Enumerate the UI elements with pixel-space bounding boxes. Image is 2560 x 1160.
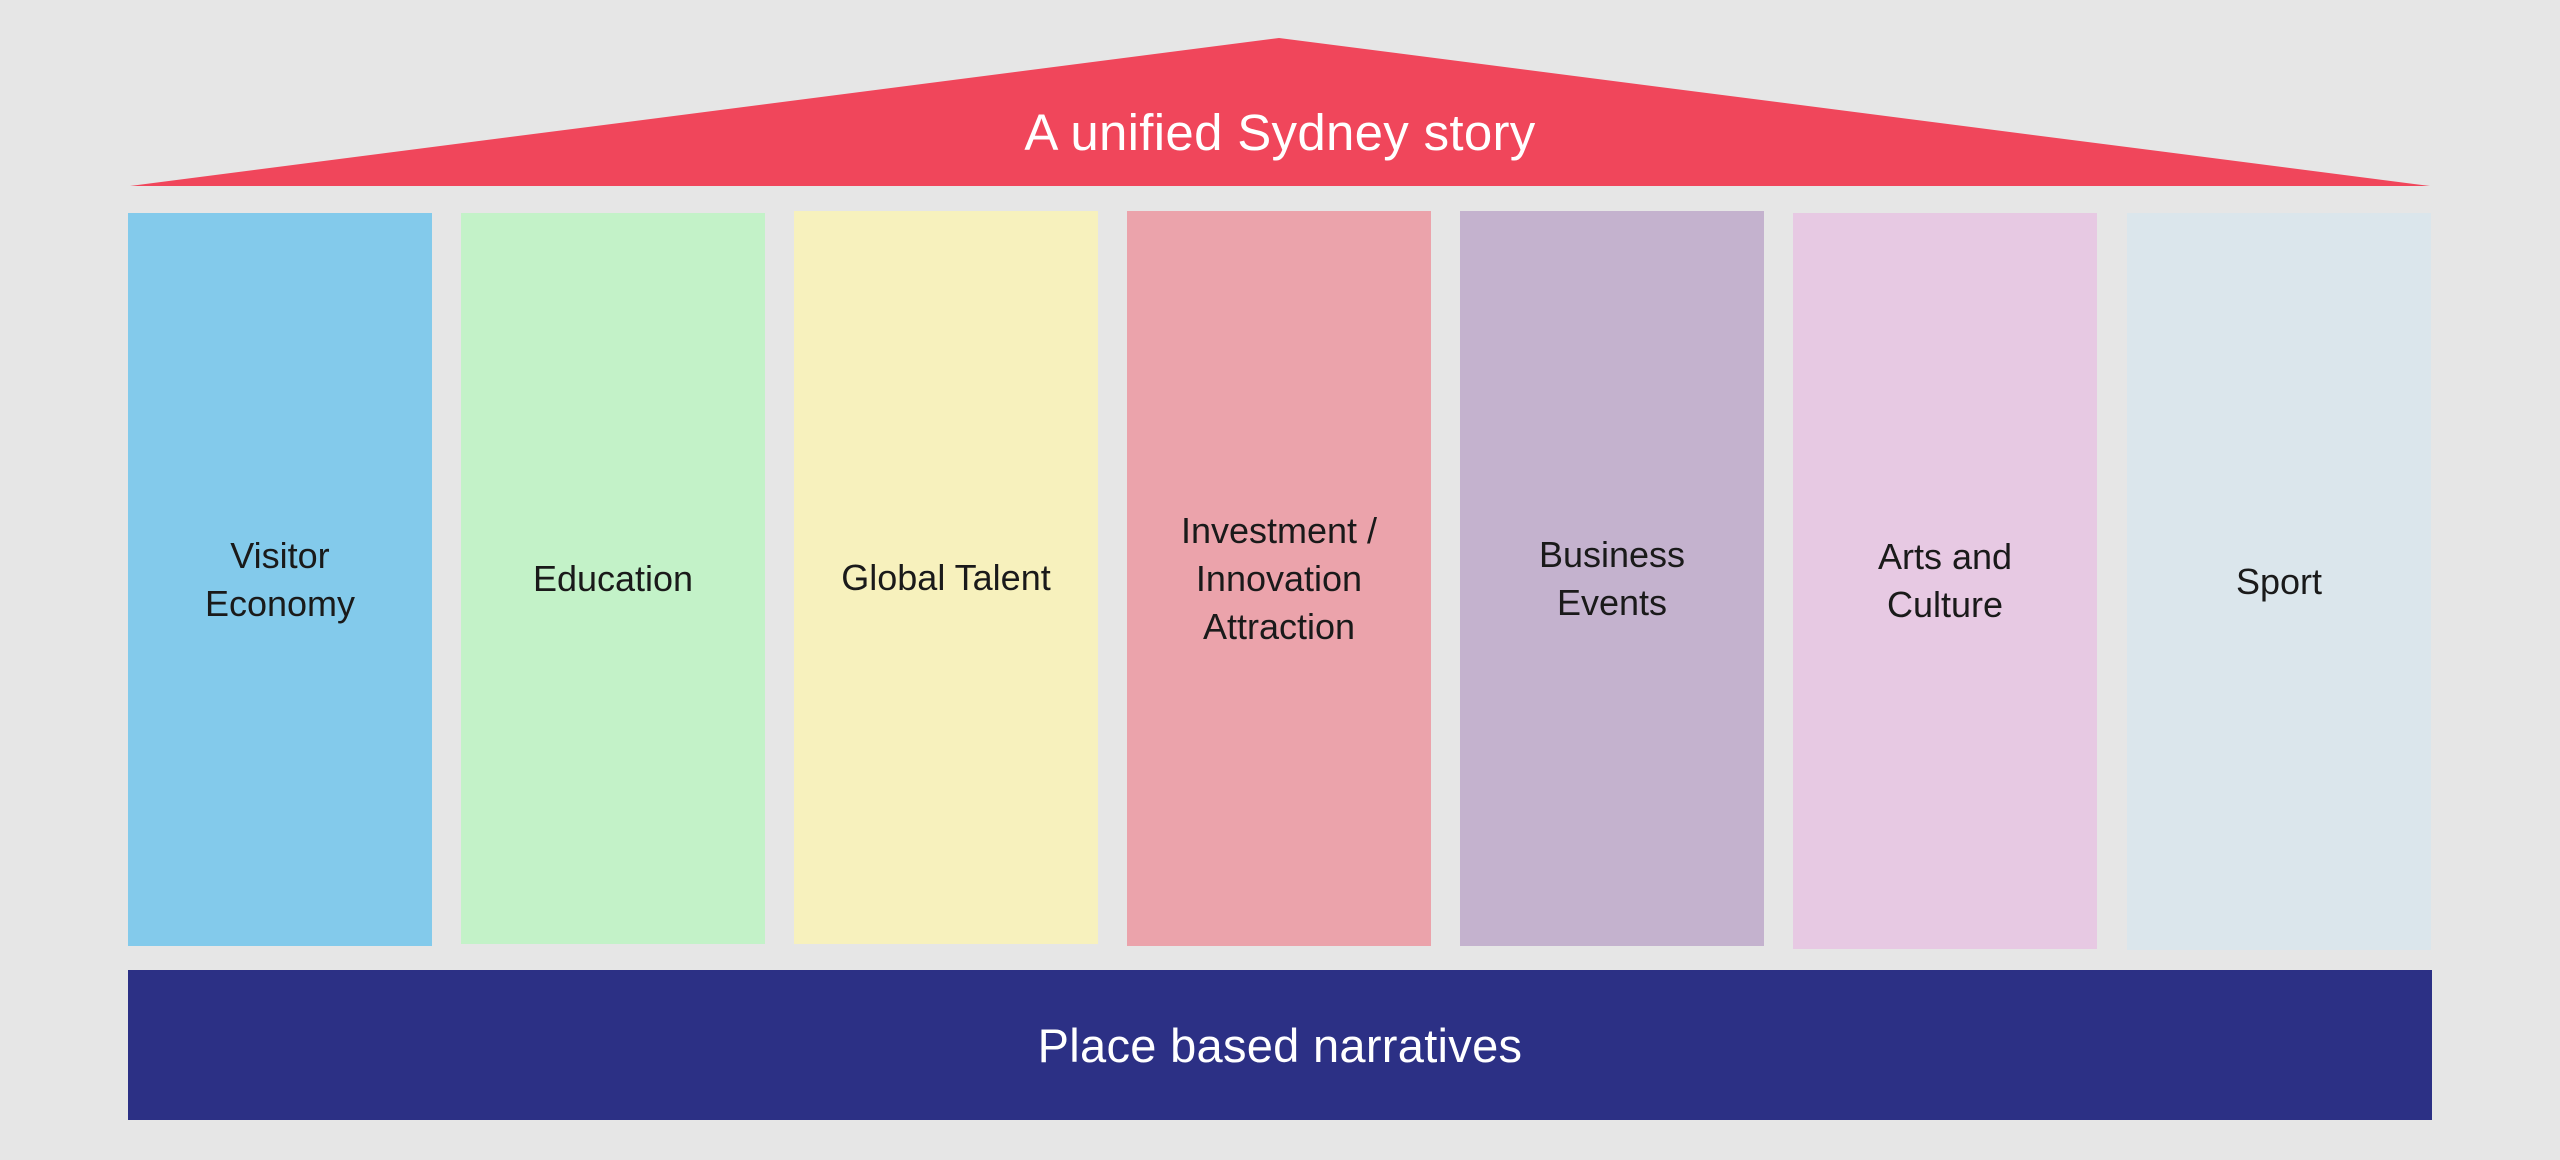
foundation-label: Place based narratives (1037, 1018, 1523, 1072)
pillar-label: Global Talent (841, 556, 1051, 598)
pillar-investment-innovation-attraction: Investment / Innovation Attraction (1127, 211, 1431, 946)
pillar-visitor-economy: Visitor Economy (128, 213, 432, 946)
pillar-global-talent: Global Talent (794, 211, 1098, 944)
pillar-education: Education (461, 213, 765, 944)
roof-title: A unified Sydney story (1024, 103, 1536, 161)
pillar-label: Arts and Culture (1877, 536, 2013, 625)
pillar-sport: Sport (2127, 213, 2431, 950)
pillar-label: Sport (2235, 560, 2323, 602)
pillar-arts-and-culture: Arts and Culture (1793, 213, 2097, 949)
pillar-label: Visitor Economy (204, 534, 356, 624)
pillar-label: Investment / Innovation Attraction (1180, 509, 1378, 647)
roof-shape (130, 38, 2430, 186)
pillar-label: Education (532, 557, 694, 599)
pillar-label: Business Events (1538, 533, 1686, 623)
pillar-business-events: Business Events (1460, 211, 1764, 946)
foundation-bar: Place based narratives (128, 970, 2432, 1120)
